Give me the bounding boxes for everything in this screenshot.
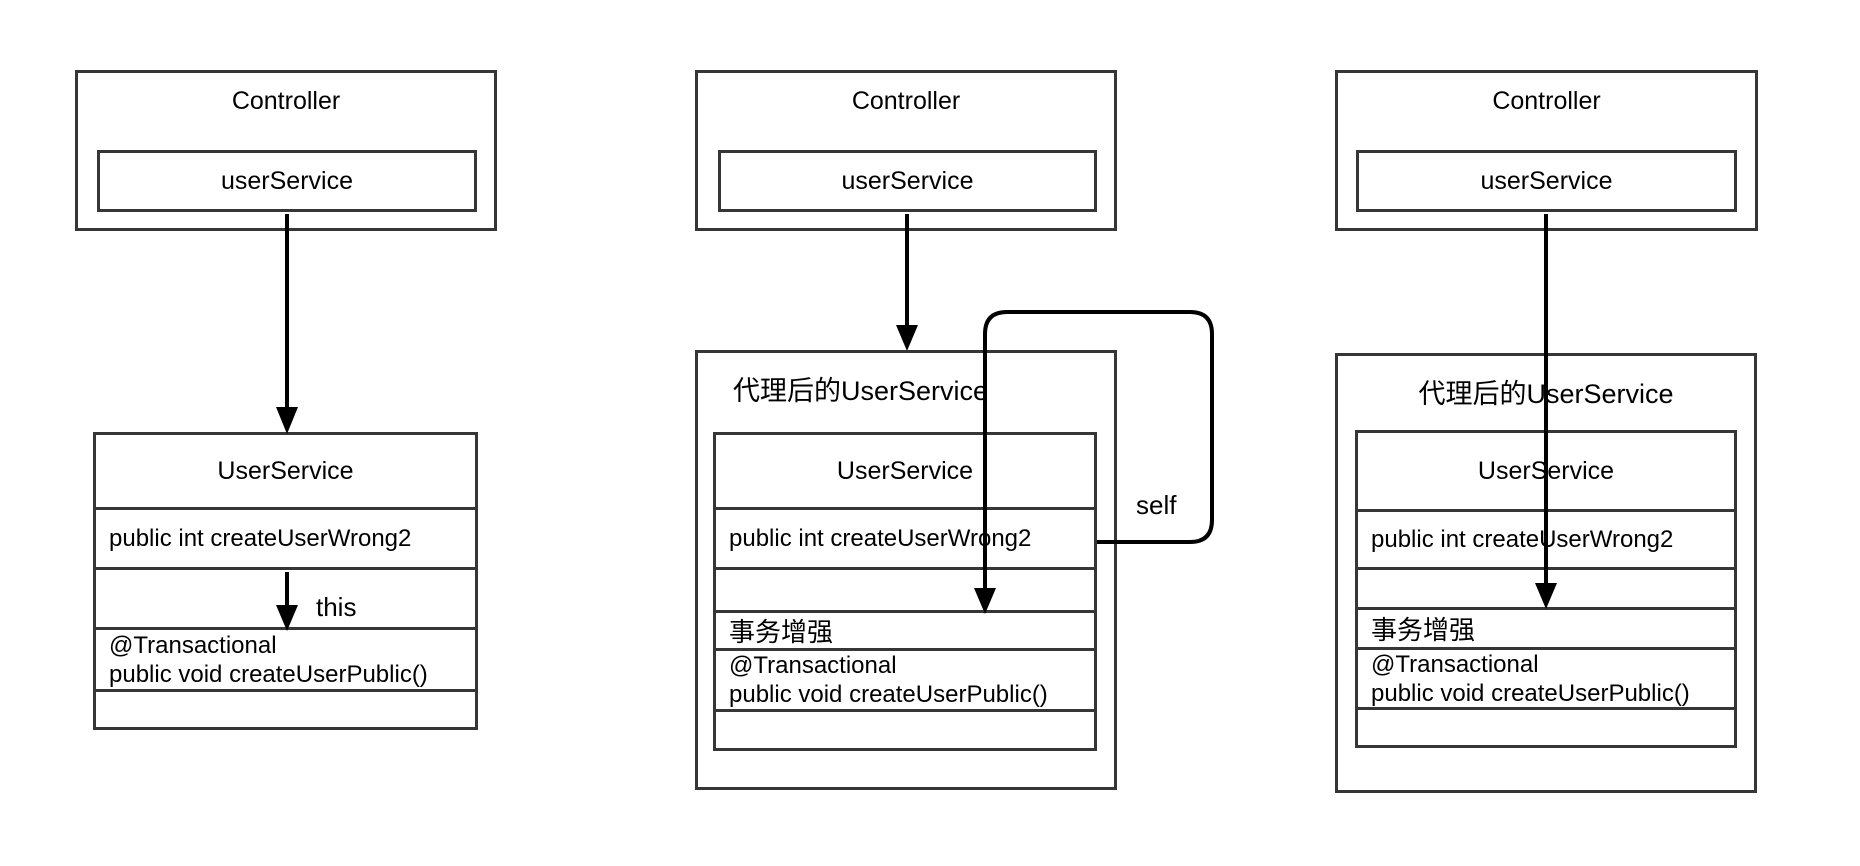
empty-call-row-left: [96, 570, 475, 630]
method-wrong-row-left: public int createUserWrong2: [96, 510, 475, 570]
controller-title-right: Controller: [1492, 87, 1601, 115]
annotation-label-right: @Transactional: [1371, 650, 1539, 678]
enhancement-row-middle: 事务增强: [716, 613, 1094, 651]
empty-bottom-row-right: [1358, 710, 1734, 745]
transactional-method-row-left: @Transactional public void createUserPub…: [96, 630, 475, 692]
enhancement-row-right: 事务增强: [1358, 610, 1734, 650]
userservice-field-left: userService: [97, 150, 477, 212]
class-title-row-left: UserService: [96, 435, 475, 510]
method-public-label-left: public void createUserPublic(): [109, 660, 428, 688]
userservice-class-box-left: UserService public int createUserWrong2 …: [93, 432, 478, 730]
method-public-label-right: public void createUserPublic(): [1371, 679, 1690, 707]
self-call-label: self: [1136, 490, 1177, 520]
transactional-method-row-middle: @Transactional public void createUserPub…: [716, 651, 1094, 712]
userservice-class-box-middle: UserService public int createUserWrong2 …: [713, 432, 1097, 751]
userservice-class-box-right: UserService public int createUserWrong2 …: [1355, 430, 1737, 748]
empty-bottom-row-middle: [716, 712, 1094, 748]
empty-call-row-right: [1358, 570, 1734, 610]
annotation-label-left: @Transactional: [109, 631, 277, 659]
transactional-method-row-right: @Transactional public void createUserPub…: [1358, 650, 1734, 710]
empty-bottom-row-left: [96, 692, 475, 727]
this-call-label: this: [316, 592, 357, 622]
injection-arrowhead-left: [276, 407, 298, 434]
empty-call-row-middle: [716, 570, 1094, 613]
method-wrong-row-middle: public int createUserWrong2: [716, 510, 1094, 570]
proxy-title-right: 代理后的UserService: [1418, 379, 1674, 409]
injection-arrowhead-middle: [896, 325, 918, 351]
controller-box-middle: Controller userService: [695, 70, 1117, 231]
annotation-label-middle: @Transactional: [729, 652, 897, 679]
proxy-box-middle: 代理后的UserService UserService public int c…: [695, 350, 1117, 790]
class-title-row-right: UserService: [1358, 433, 1734, 512]
proxy-box-right: 代理后的UserService UserService public int c…: [1335, 353, 1757, 793]
controller-title-middle: Controller: [851, 87, 961, 115]
method-public-label-middle: public void createUserPublic(): [729, 681, 1048, 708]
userservice-field-middle: userService: [718, 150, 1097, 212]
class-title-row-middle: UserService: [716, 435, 1094, 510]
controller-title-left: Controller: [231, 87, 341, 115]
controller-box-right: Controller userService: [1335, 70, 1758, 231]
controller-box-left: Controller userService: [75, 70, 497, 231]
method-wrong-row-right: public int createUserWrong2: [1358, 512, 1734, 570]
proxy-title-middle: 代理后的UserService: [733, 376, 989, 406]
userservice-field-label-left: userService: [221, 166, 353, 195]
userservice-field-label-right: userService: [1480, 166, 1613, 195]
userservice-field-right: userService: [1356, 150, 1737, 212]
userservice-field-label-middle: userService: [841, 166, 974, 195]
